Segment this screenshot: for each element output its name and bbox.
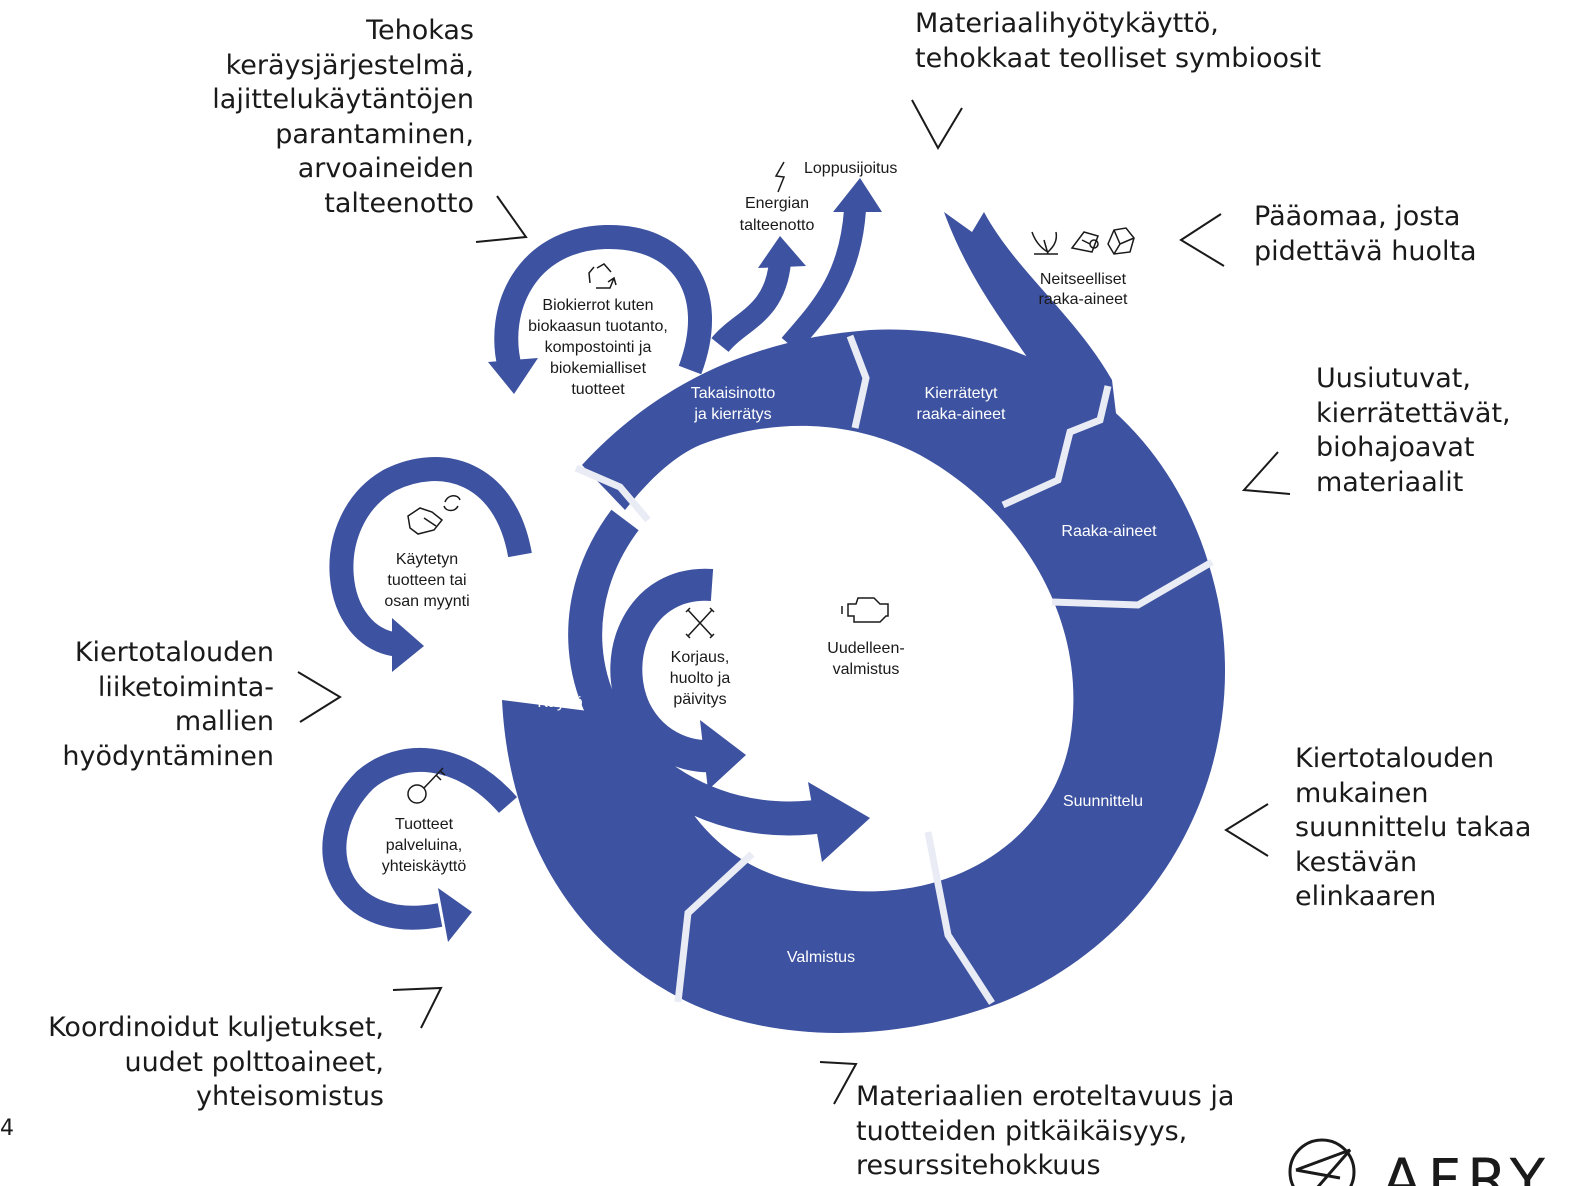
- biocycle-loop: [488, 224, 712, 394]
- logo-text: AFRY: [1382, 1146, 1551, 1186]
- segment-raaka-aineet: Raaka-aineet: [1061, 523, 1157, 540]
- handshake-icon: [407, 507, 444, 535]
- loop-biokierrot-line4: biokemialliset: [550, 360, 647, 377]
- annotation-capital: Pääomaa, josta pidettävä huolta: [1254, 201, 1477, 267]
- segment-labels: Takaisinotto ja kierrätys Kierrätetyt ra…: [537, 385, 1157, 966]
- used-product-sales-loop: [329, 457, 532, 672]
- leaf-icon: [1031, 231, 1058, 255]
- loop-tuotteet-line2: palveluina,: [386, 837, 463, 854]
- loop-korjaus-line2: huolto ja: [670, 670, 731, 687]
- loop-kaytetyn-line3: osan myynti: [384, 593, 469, 610]
- loop-uudelleen-line2: valmistus: [833, 661, 900, 678]
- energy-recovery-arrow: [711, 236, 806, 353]
- loop-tuotteet-line3: yhteiskäyttö: [382, 858, 467, 875]
- loop-uudelleen-line1: Uudelleen-: [827, 640, 904, 657]
- lightning-icon: [774, 161, 786, 193]
- aerx-logo-icon: [1288, 1138, 1356, 1186]
- spiral-band: [502, 329, 1226, 1033]
- wood-icon: [1070, 231, 1099, 253]
- segment-kaytto: Käyttö: [537, 694, 582, 711]
- engine-icon: [841, 597, 889, 623]
- segment-takaisinotto-line1: Takaisinotto: [691, 385, 776, 402]
- loop-kaytetyn-line1: Käytetyn: [396, 551, 458, 568]
- output-neitseelliset-line1: Neitseelliset: [1040, 271, 1127, 288]
- remanufacturing-arrow: [568, 509, 870, 862]
- loop-korjaus-line1: Korjaus,: [671, 649, 730, 666]
- annotation-design: Kiertotalouden mukainen suunnittelu taka…: [1295, 743, 1532, 912]
- callout-brackets: [297, 99, 1291, 1105]
- recycle-icon: [588, 263, 617, 289]
- annotation-materials: Uusiutuvat, kierrätettävät, biohajoavat …: [1316, 363, 1511, 498]
- output-energia-line1: Energian: [745, 195, 809, 212]
- wrench-icon: [685, 607, 715, 639]
- segment-suunnittelu: Suunnittelu: [1063, 793, 1143, 810]
- segment-dividers: [574, 334, 1214, 1005]
- loop-korjaus-line3: päivitys: [673, 691, 726, 708]
- annotation-business-models: Kiertotalouden liiketoiminta- mallien hy…: [62, 637, 274, 772]
- loop-labels: Biokierrot kuten biokaasun tuotanto, kom…: [382, 297, 905, 875]
- loop-biokierrot-line2: biokaasun tuotanto,: [528, 318, 668, 335]
- annotation-separability: Materiaalien eroteltavuus ja tuotteiden …: [856, 1081, 1235, 1181]
- loop-biokierrot-line5: tuotteet: [571, 381, 625, 398]
- loop-kaytetyn-line2: tuotteen tai: [387, 572, 466, 589]
- product-as-service-loop: [322, 747, 518, 942]
- loop-tuotteet-line1: Tuotteet: [395, 816, 454, 833]
- output-energia-line2: talteenotto: [740, 217, 815, 234]
- main-spiral: [502, 212, 1226, 1033]
- virgin-materials-flow: [944, 212, 1118, 430]
- segment-kierratetyt-line1: Kierrätetyt: [925, 385, 998, 402]
- loop-biokierrot-line1: Biokierrot kuten: [542, 297, 653, 314]
- segment-takaisinotto-line2: ja kierrätys: [693, 406, 771, 423]
- key-icon: [407, 767, 446, 804]
- segment-valmistus: Valmistus: [787, 949, 855, 966]
- annotation-collection: Tehokas keräysjärjestelmä, lajittelukäyt…: [212, 15, 474, 219]
- repair-arrow: [610, 568, 746, 790]
- spiral-inner-gap: [815, 432, 1040, 855]
- refresh-icon: [443, 495, 461, 512]
- output-labels: Loppusijoitus Energian talteenotto Neits…: [740, 160, 1128, 308]
- page-number: 4: [0, 1116, 14, 1141]
- loop-biokierrot-line3: kompostointi ja: [545, 339, 652, 356]
- segment-kierratetyt-line2: raaka-aineet: [917, 406, 1007, 423]
- annotation-material-recovery: Materiaalihyötykäyttö, tehokkaat teollis…: [915, 8, 1322, 74]
- annotation-logistics: Koordinoidut kuljetukset, uudet polttoai…: [48, 1012, 384, 1112]
- mineral-icon: [1107, 227, 1135, 255]
- output-neitseelliset-line2: raaka-aineet: [1039, 291, 1129, 308]
- final-disposal-arrow: [781, 178, 882, 353]
- output-loppusijoitus: Loppusijoitus: [804, 160, 897, 177]
